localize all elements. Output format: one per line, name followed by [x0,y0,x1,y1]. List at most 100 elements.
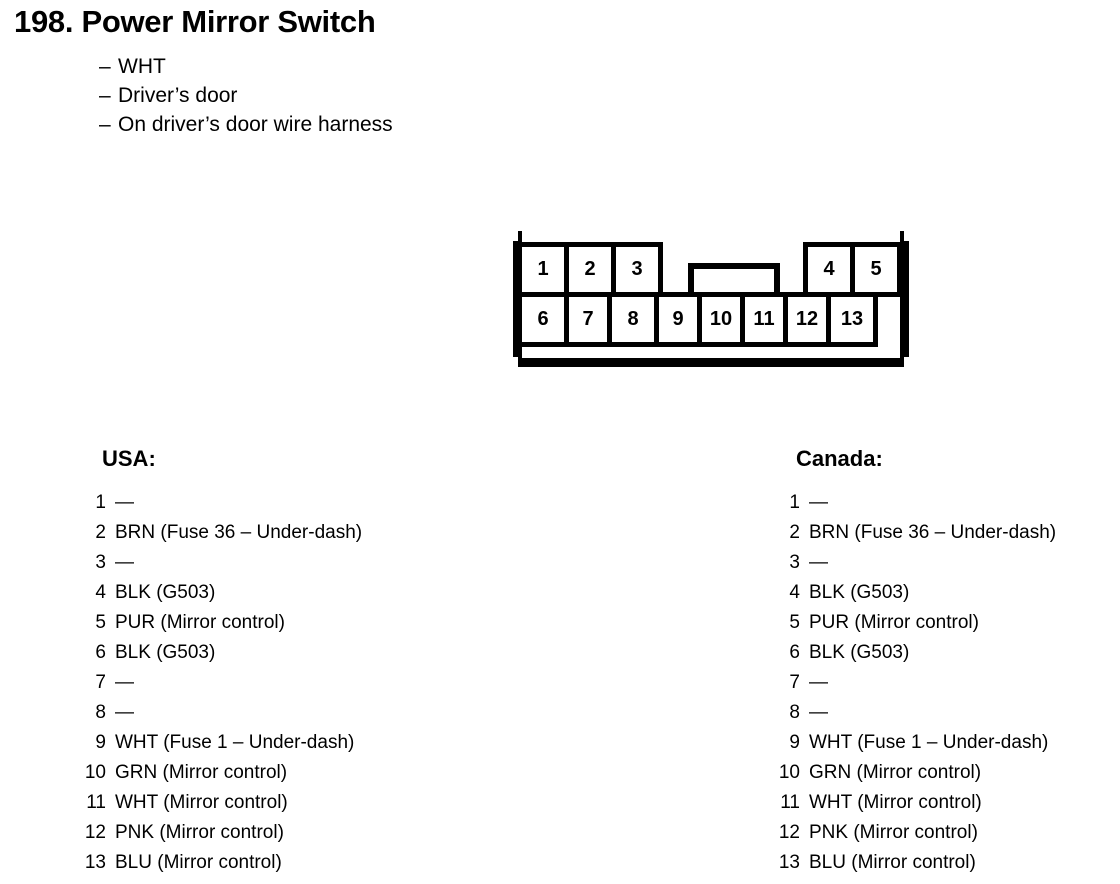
pin-number: 11 [86,792,106,813]
connector-notch-bottom-right [904,357,909,367]
pin-description: — [115,552,134,573]
page-title: 198. Power Mirror Switch [14,4,376,39]
pin-number: 13 [84,852,106,873]
pin-description: PNK (Mirror control) [809,822,978,843]
pin-description: GRN (Mirror control) [809,762,982,783]
pin-cell-13[interactable]: 13 [826,292,878,347]
subtitle-text: On driver’s door wire harness [118,113,393,136]
pin-cell-9[interactable]: 9 [654,292,702,347]
pin-row: 5 PUR (Mirror control) [772,608,1056,638]
pin-cell-6[interactable]: 6 [517,292,569,347]
pin-description: PUR (Mirror control) [809,612,979,633]
pin-number: 10 [84,762,106,783]
pin-number: 4 [789,582,800,603]
dash-bullet-icon: – [99,113,111,136]
pin-number: 9 [789,732,800,753]
pin-row: 3— [78,548,362,578]
pin-cell-7[interactable]: 7 [564,292,612,347]
dash-bullet-icon: – [99,55,111,78]
pin-number: 6 [95,642,106,663]
pin-number: 7 [789,672,800,693]
pin-cell-3[interactable]: 3 [611,242,663,297]
subtitle-text: Driver’s door [118,84,238,107]
pin-row: 9 WHT (Fuse 1 – Under-dash) [78,728,362,758]
legend-title-canada: Canada: [796,446,883,471]
pin-number: 11 [780,792,800,813]
pin-row: 2 BRN (Fuse 36 – Under-dash) [772,518,1056,548]
pin-cell-12[interactable]: 12 [783,292,831,347]
pin-row: 7— [772,668,1056,698]
pin-description: — [115,672,134,693]
pin-cell-11[interactable]: 11 [740,292,788,347]
connector-diagram: 1 2 3 4 5 6 7 8 9 10 11 12 13 [513,231,909,367]
connector-bottom-rail [513,358,909,367]
connector-top-row-right: 4 5 [803,242,902,297]
pin-description: BLU (Mirror control) [115,852,282,873]
pin-row: 12 PNK (Mirror control) [772,818,1056,848]
pin-description: — [809,702,828,723]
pin-cell-10[interactable]: 10 [697,292,745,347]
connector-bottom-row: 6 7 8 9 10 11 12 13 [517,292,878,347]
pin-row: 7— [78,668,362,698]
pin-description: BRN (Fuse 36 – Under-dash) [115,522,363,543]
pin-row: 8— [772,698,1056,728]
pin-description: BLK (G503) [115,642,216,663]
pin-cell-1[interactable]: 1 [517,242,569,297]
connector-notch-top-right [904,231,909,241]
subtitle-list: – WHT – Driver’s door – On driver’s door… [99,52,699,139]
pin-row: 9 WHT (Fuse 1 – Under-dash) [772,728,1056,758]
pin-number: 13 [778,852,800,873]
subtitle-item: – Driver’s door [99,81,699,110]
pin-number: 2 [95,522,106,543]
pin-description: BRN (Fuse 36 – Under-dash) [809,522,1057,543]
pin-number: 6 [789,642,800,663]
connector-notch-top-left [513,231,518,241]
pin-number: 7 [95,672,106,693]
pin-number: 3 [95,552,106,573]
subtitle-text: WHT [118,55,166,78]
pin-number: 9 [95,732,106,753]
pin-description: — [115,702,134,723]
pin-row: 2 BRN (Fuse 36 – Under-dash) [78,518,362,548]
connector-top-row-left: 1 2 3 [517,242,663,297]
subtitle-item: – On driver’s door wire harness [99,110,699,139]
pin-cell-4[interactable]: 4 [803,242,855,297]
pin-description: BLK (G503) [115,582,216,603]
pin-description: WHT (Fuse 1 – Under-dash) [809,732,1049,753]
connector-notch-bottom-left [513,357,518,367]
pin-cell-8[interactable]: 8 [607,292,659,347]
pin-row: 13 BLU (Mirror control) [78,848,362,878]
pin-description: — [115,492,134,513]
pin-number: 1 [95,492,106,513]
pin-cell-5[interactable]: 5 [850,242,902,297]
pin-description: — [809,552,828,573]
pin-cell-2[interactable]: 2 [564,242,616,297]
pin-row: 8— [78,698,362,728]
dash-bullet-icon: – [99,84,111,107]
pin-number: 2 [789,522,800,543]
pin-number: 8 [95,702,106,723]
pin-row: 1— [78,488,362,518]
pin-number: 5 [789,612,800,633]
pin-description: PNK (Mirror control) [115,822,284,843]
pin-description: PUR (Mirror control) [115,612,285,633]
pin-description: WHT (Mirror control) [809,792,982,813]
pin-number: 12 [778,822,800,843]
pin-number: 1 [789,492,800,513]
pin-description: — [809,492,828,513]
pin-row: 11 WHT (Mirror control) [772,788,1056,818]
pin-description: BLK (G503) [809,642,910,663]
pin-description: WHT (Fuse 1 – Under-dash) [115,732,355,753]
pin-number: 4 [95,582,106,603]
